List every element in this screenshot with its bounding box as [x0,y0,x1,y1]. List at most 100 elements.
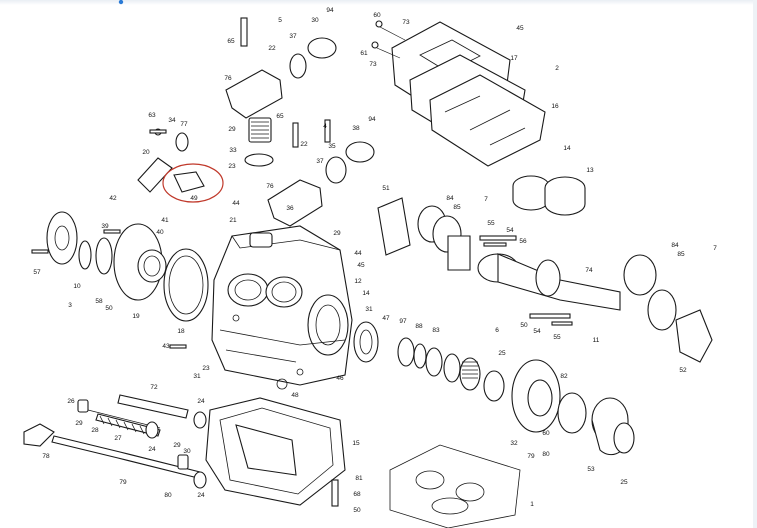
part-label-6: 6 [495,327,499,334]
cylinder-head-stack [371,20,546,167]
part-label-10: 10 [73,283,81,290]
part-label-79: 79 [119,479,127,486]
part-label-38: 38 [352,125,360,132]
part-label-29: 29 [228,126,236,133]
part-label-22: 22 [300,141,308,148]
part-label-45: 45 [357,262,365,269]
part-label-22: 22 [268,45,276,52]
part-label-94: 94 [326,7,334,14]
part-label-65: 65 [227,38,235,45]
part-label-30: 30 [183,448,191,455]
part-label-42: 42 [109,195,117,202]
highlighted-plug-fitting [137,128,224,203]
part-label-24: 24 [197,398,205,405]
part-label-63: 63 [148,112,156,119]
part-label-76: 76 [224,75,232,82]
part-label-29: 29 [333,230,341,237]
part-label-25: 25 [620,479,628,486]
part-label-44: 44 [354,250,362,257]
part-label-36: 36 [286,205,294,212]
part-label-26: 26 [67,398,75,405]
part-label-50: 50 [520,322,528,329]
part-label-81: 81 [355,475,363,482]
part-label-65: 65 [276,113,284,120]
discharge-valve-assembly [267,119,375,227]
part-label-44: 44 [232,200,240,207]
right-border [753,0,757,528]
part-label-20: 20 [142,149,150,156]
part-label-23: 23 [228,163,236,170]
part-label-1: 1 [530,501,534,508]
part-label-60: 60 [542,430,550,437]
part-label-24: 24 [148,446,156,453]
part-label-19: 19 [132,313,140,320]
part-label-23: 23 [202,365,210,372]
part-label-25: 25 [498,350,506,357]
part-label-39: 39 [101,223,109,230]
part-label-30: 30 [311,17,319,24]
part-label-73: 73 [369,61,377,68]
part-label-27: 27 [114,435,122,442]
oil-pump-shafts [23,394,207,489]
part-label-14: 14 [362,290,370,297]
oil-sump-assembly [205,378,346,507]
part-label-7: 7 [484,196,488,203]
part-label-55: 55 [553,334,561,341]
part-label-11: 11 [593,337,600,344]
bolts [31,129,573,349]
part-label-55: 55 [487,220,495,227]
part-label-47: 47 [382,315,390,322]
part-label-52: 52 [679,367,687,374]
gasket-set [389,444,521,528]
part-label-72: 72 [150,384,158,391]
part-label-12: 12 [354,278,362,285]
part-label-34: 34 [168,117,176,124]
part-label-54: 54 [533,328,541,335]
part-label-35: 35 [328,143,336,150]
part-label-16: 16 [551,103,559,110]
part-label-33: 33 [229,147,237,154]
part-label-68: 68 [353,491,361,498]
part-label-53: 53 [587,466,595,473]
suction-valve-assembly [225,17,337,167]
part-label-84: 84 [446,195,454,202]
part-label-79: 79 [527,453,535,460]
piston-crankshaft-assembly [377,197,713,363]
part-label-60: 60 [373,12,381,19]
part-label-50: 50 [105,305,113,312]
part-label-45: 45 [516,25,524,32]
part-label-3: 3 [68,302,72,309]
part-label-84: 84 [671,242,679,249]
part-label-46: 46 [336,375,344,382]
part-label-37: 37 [289,33,297,40]
part-label-29: 29 [173,442,181,449]
part-label-49: 49 [190,195,198,202]
part-label-94: 94 [368,116,376,123]
part-label-24: 24 [197,492,205,499]
part-label-41: 41 [161,217,169,224]
part-label-17: 17 [510,55,518,62]
part-label-48: 48 [291,392,299,399]
end-cover-assembly [46,211,209,322]
part-label-31: 31 [365,306,373,313]
part-label-43: 43 [162,343,170,350]
part-label-58: 58 [95,298,103,305]
part-label-51: 51 [382,185,390,192]
top-border [0,0,757,5]
part-label-18: 18 [177,328,185,335]
part-label-54: 54 [506,227,514,234]
part-label-88: 88 [415,323,423,330]
part-label-13: 13 [586,167,594,174]
part-label-74: 74 [585,267,593,274]
part-label-56: 56 [519,238,527,245]
part-label-21: 21 [229,217,237,224]
part-label-7: 7 [713,245,717,252]
part-label-14: 14 [563,145,571,152]
part-label-32: 32 [510,440,518,447]
part-label-83: 83 [432,327,440,334]
part-label-78: 78 [42,453,50,460]
part-label-85: 85 [453,204,461,211]
